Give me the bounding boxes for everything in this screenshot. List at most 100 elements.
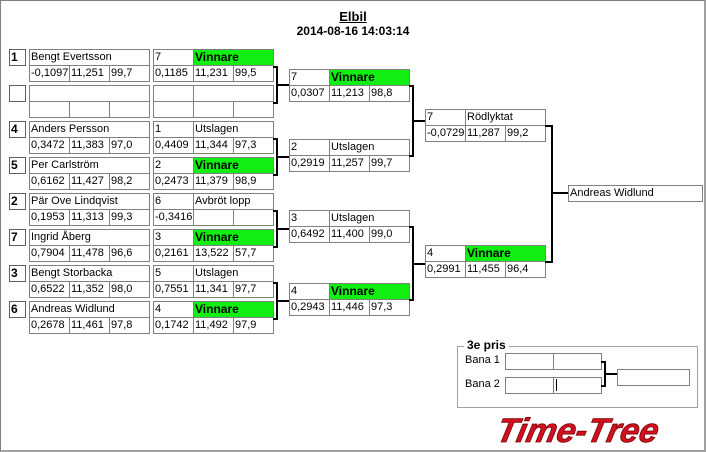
bracket-line: [276, 84, 289, 86]
elapsed-time: 11,455: [465, 261, 506, 278]
speed: 57,7: [233, 245, 274, 262]
racer-name[interactable]: Anders Persson: [29, 121, 150, 138]
lane1-field-b[interactable]: [553, 353, 602, 370]
bracket-line: [412, 262, 425, 265]
elapsed-time: 11,400: [329, 226, 370, 243]
speed: 97,8: [109, 317, 150, 334]
bracket-line: [273, 174, 278, 176]
heat-number: 4: [289, 283, 330, 300]
speed: 98,2: [109, 173, 150, 190]
bracket-line: [273, 246, 278, 248]
bracket-line: [273, 318, 278, 320]
racer-name[interactable]: Ingrid Åberg: [29, 229, 150, 246]
heat-status: Rödlyktat: [465, 109, 546, 126]
datetime: 2014-08-16 14:03:14: [296, 24, 410, 38]
heat-number: 7: [289, 69, 330, 86]
racer-name[interactable]: [29, 85, 150, 102]
reaction-time: 0,1185: [153, 65, 194, 82]
bracket-line: [273, 66, 278, 68]
heat-status: Avbröt lopp: [193, 193, 274, 210]
elapsed-time: 11,287: [465, 125, 506, 142]
racer-name[interactable]: Pär Ove Lindqvist: [29, 193, 150, 210]
heat-number: 5: [153, 265, 194, 282]
reaction-time: 0,2943: [289, 299, 330, 316]
speed: 96,6: [109, 245, 150, 262]
bracket-line: [276, 228, 289, 230]
heat-status: Utslagen: [329, 139, 410, 156]
elapsed-time: 11,427: [69, 173, 110, 190]
speed: 99,2: [505, 125, 546, 142]
final-winner: Andreas Widlund: [568, 185, 703, 202]
reaction-time: 0,1742: [153, 317, 194, 334]
seed-number: 3: [9, 265, 26, 282]
elapsed-time: 11,446: [329, 299, 370, 316]
bracket-line: [273, 210, 278, 212]
speed: [233, 101, 274, 118]
reaction-time: 0,7904: [29, 245, 70, 262]
reaction-time: 0,1953: [29, 209, 70, 226]
reaction-time: [29, 101, 70, 118]
speed: 99,0: [369, 226, 410, 243]
third-place-group: [457, 346, 698, 408]
bracket-line: [545, 125, 553, 127]
heat-status: Utslagen: [193, 265, 274, 282]
bracket-line: [276, 300, 289, 302]
heat-number: 7: [153, 49, 194, 66]
elapsed-time: 11,341: [193, 281, 234, 298]
bracket-line: [409, 226, 414, 228]
reaction-time: -0,0729: [425, 125, 466, 142]
lane2-label: Bana 2: [465, 378, 500, 390]
elapsed-time: 11,231: [193, 65, 234, 82]
elapsed-time: 11,379: [193, 173, 234, 190]
reaction-time: 0,7551: [153, 281, 194, 298]
bracket-line: [273, 102, 278, 104]
reaction-time: -0,1097: [29, 65, 70, 82]
lane2-field-a[interactable]: [505, 377, 554, 394]
third-place-winner-field[interactable]: [617, 369, 690, 386]
reaction-time: 0,6492: [289, 226, 330, 243]
reaction-time: 0,2161: [153, 245, 194, 262]
lane1-field-a[interactable]: [505, 353, 554, 370]
racer-name[interactable]: Andreas Widlund: [29, 301, 150, 318]
racer-name[interactable]: Per Carlström: [29, 157, 150, 174]
bracket-line: [276, 156, 289, 158]
elapsed-time: 11,344: [193, 137, 234, 154]
heat-status: [193, 85, 274, 102]
page-title: Elbil: [339, 9, 367, 24]
lane2-field-b[interactable]: [553, 377, 602, 394]
heat-number: 4: [425, 245, 466, 262]
winner-badge: Vinnare: [329, 283, 410, 300]
speed: 97,0: [109, 137, 150, 154]
racer-name[interactable]: Bengt Storbacka: [29, 265, 150, 282]
elapsed-time: 11,383: [69, 137, 110, 154]
speed: 99,7: [369, 155, 410, 172]
svg-text:Time-Tree: Time-Tree: [493, 412, 662, 448]
speed: 97,3: [233, 137, 274, 154]
heat-number: 7: [425, 109, 466, 126]
elapsed-time: 11,313: [69, 209, 110, 226]
speed: 99,7: [109, 65, 150, 82]
heat-number: 2: [153, 157, 194, 174]
elapsed-time: 11,352: [69, 281, 110, 298]
heat-status: Utslagen: [193, 121, 274, 138]
bracket-line: [412, 120, 425, 122]
heat-number: 1: [153, 121, 194, 138]
lane1-label: Bana 1: [465, 354, 500, 366]
racer-name[interactable]: Bengt Evertsson: [29, 49, 150, 66]
seed-number: 1: [9, 49, 26, 66]
elapsed-time: 11,492: [193, 317, 234, 334]
bracket-line: [273, 138, 278, 140]
seed-number: 7: [9, 229, 26, 246]
heat-number: 6: [153, 193, 194, 210]
reaction-time: 0,2473: [153, 173, 194, 190]
heat-number: 2: [289, 139, 330, 156]
heat-number: 3: [153, 229, 194, 246]
time-tree-logo: Time-Tree: [493, 412, 663, 448]
reaction-time: -0,3416: [153, 209, 194, 226]
heat-number: 3: [289, 210, 330, 227]
winner-badge: Vinnare: [193, 229, 274, 246]
speed: 98,0: [109, 281, 150, 298]
speed: 98,9: [233, 173, 274, 190]
elapsed-time: 11,251: [69, 65, 110, 82]
